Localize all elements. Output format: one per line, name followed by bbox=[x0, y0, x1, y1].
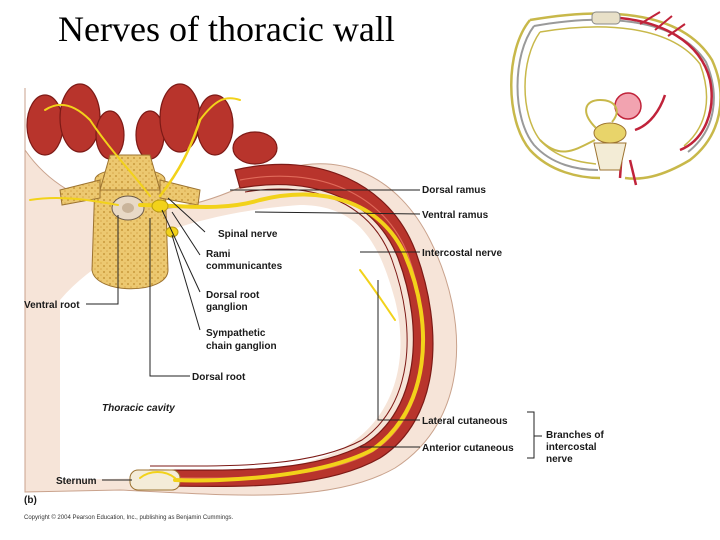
label-branches-line2: intercostal bbox=[546, 442, 597, 453]
label-sternum: Sternum bbox=[56, 476, 97, 487]
label-lateral-cutaneous: Lateral cutaneous bbox=[422, 416, 508, 427]
label-anterior-cutaneous: Anterior cutaneous bbox=[422, 443, 514, 454]
cross-section-panel: Dorsal ramus Ventral ramus Spinal nerve … bbox=[24, 83, 604, 521]
back-muscles bbox=[26, 83, 278, 165]
panel-label: (b) bbox=[24, 495, 37, 506]
label-branches-line3: nerve bbox=[546, 454, 573, 465]
label-rami-line1: Rami bbox=[206, 249, 231, 260]
label-symp-line2: chain ganglion bbox=[206, 341, 277, 352]
label-symp-line1: Sympathetic bbox=[206, 328, 266, 339]
leader-lines bbox=[86, 189, 542, 481]
label-branches-line1: Branches of bbox=[546, 430, 604, 441]
label-drg-line2: ganglion bbox=[206, 302, 248, 313]
label-intercostal-nerve: Intercostal nerve bbox=[422, 248, 502, 259]
label-drg-line1: Dorsal root bbox=[206, 290, 260, 301]
label-dorsal-root: Dorsal root bbox=[192, 372, 246, 383]
slide-title: Nerves of thoracic wall bbox=[58, 9, 395, 49]
label-rami-line2: communicantes bbox=[206, 261, 283, 272]
copyright-text: Copyright © 2004 Pearson Education, Inc.… bbox=[24, 514, 234, 521]
nerve-paths bbox=[29, 97, 426, 483]
label-spinal-nerve: Spinal nerve bbox=[218, 229, 278, 240]
label-dorsal-ramus: Dorsal ramus bbox=[422, 185, 486, 196]
label-thoracic-cavity: Thoracic cavity bbox=[102, 403, 175, 414]
inset-thorax-overview bbox=[510, 11, 720, 186]
dorsal-root-ganglion-shape bbox=[151, 199, 169, 213]
label-ventral-root: Ventral root bbox=[24, 300, 80, 311]
label-ventral-ramus: Ventral ramus bbox=[422, 210, 489, 221]
